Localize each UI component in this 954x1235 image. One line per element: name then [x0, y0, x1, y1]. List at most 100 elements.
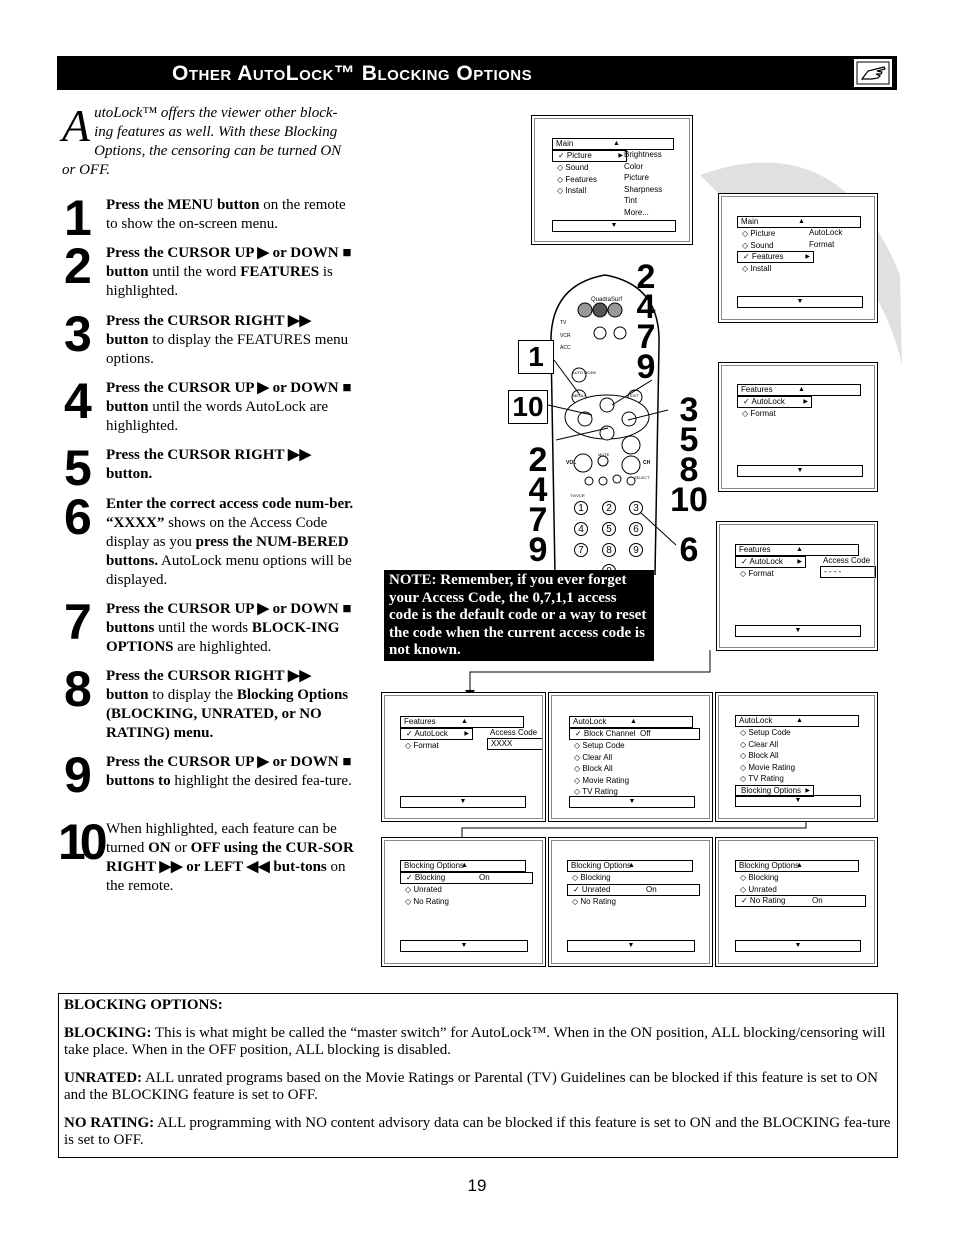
screen-autolock-blocking-options: AutoLock▲◇ Setup Code◇ Clear All◇ Block …	[715, 692, 878, 822]
osd-scroll-down: ▼	[552, 220, 676, 232]
step-text: Press the MENU button on the remote to s…	[106, 197, 346, 232]
osd-menu-row: ◇ Picture	[742, 229, 776, 238]
osd-menu-row: ◇ Clear All	[740, 739, 779, 749]
osd-menu-row: ✓ AutoLock▶	[737, 396, 812, 408]
osd-menu-value: More...	[624, 207, 649, 217]
step-text: Press the CURSOR RIGHT ▶▶ button to disp…	[106, 668, 349, 741]
osd-menu-value: Format	[809, 239, 835, 249]
auto-mode-label: AUTO MODE	[572, 370, 597, 375]
osd-menu: AutoLock▲◇ Setup Code◇ Clear All◇ Block …	[735, 715, 859, 797]
callout-steps-2-4-7-9-top: 2 4 7 9	[636, 258, 656, 386]
osd-menu-row: ◇ Setup Code	[574, 741, 625, 750]
access-code-label: Access Code	[823, 556, 871, 565]
blocking-description: BLOCKING: This is what might be called t…	[64, 1024, 886, 1059]
osd-menu-row: ◇ Unrated	[405, 885, 442, 894]
vol-label: VOL	[566, 460, 577, 466]
exit-button-label: EXIT	[630, 393, 639, 398]
remote-digit-3: 3	[629, 501, 643, 515]
osd-menu-row: ◇ Movie Rating	[574, 775, 630, 785]
osd-scroll-down: ▼	[735, 795, 861, 807]
osd-menu-row: ✓ Picture▶	[552, 150, 627, 162]
blocking-options-heading: BLOCKING OPTIONS:	[64, 997, 223, 1013]
remote-control	[550, 274, 660, 575]
remote-digit-2: 2	[602, 501, 616, 515]
step-text: Press the CURSOR UP ▶ or DOWN ■ button u…	[106, 380, 352, 434]
step-text: Enter the correct access code num-ber. “…	[106, 496, 354, 588]
remote-digit-1: 1	[574, 501, 588, 515]
osd-menu-row: ◇ Setup Code	[740, 728, 791, 737]
osd-menu-row: ◇ Install	[742, 264, 772, 273]
ch-label: CH	[643, 460, 651, 466]
step-text: Press the CURSOR UP ▶ or DOWN ■ buttons …	[106, 754, 352, 789]
access-code-label: Access Code	[490, 728, 538, 737]
screen-no-rating-on: Blocking Options▲◇ Blocking◇ Unrated✓ No…	[715, 837, 878, 967]
osd-scroll-down: ▼	[737, 296, 863, 308]
osd-menu-row: ◇ No Rating	[572, 896, 616, 906]
tv-label: TV	[560, 320, 567, 326]
osd-menu-row: ◇ Blocking	[740, 873, 779, 882]
osd-menu-row: Blocking Options▶	[735, 784, 814, 797]
osd-menu-row: ◇ Features	[557, 174, 597, 184]
hand-pointing-icon	[853, 58, 893, 88]
intro-text: utoLock™ offers the viewer other block-i…	[62, 105, 342, 178]
osd-menu: Blocking Options▲◇ Blocking◇ Unrated✓ No…	[735, 860, 866, 907]
osd-menu-value: Picture	[624, 173, 649, 182]
osd-menu-title: AutoLock▲	[735, 715, 859, 727]
step-text: Press the CURSOR UP ▶ or DOWN ■ buttons …	[106, 601, 352, 655]
osd-menu-title: Features▲	[400, 716, 524, 728]
blocking-options-box: BLOCKING OPTIONS: BLOCKING: This is what…	[58, 993, 898, 1158]
osd-menu: Features▲✓ AutoLock▶◇ Format	[737, 384, 861, 420]
access-code-value: XXXX	[487, 738, 543, 750]
osd-menu-title: Blocking Options▲	[735, 860, 859, 872]
remote-digit-4: 4	[574, 522, 588, 536]
select-label: SELECT	[634, 475, 650, 480]
osd-menu-title: Blocking Options▲	[567, 860, 693, 872]
remote-digit-5: 5	[602, 522, 616, 536]
mute-label: MUTE	[598, 452, 610, 457]
screen-features-autolock: Features▲✓ AutoLock▶◇ Format▼	[718, 362, 878, 492]
remote-digit-8: 8	[602, 543, 616, 557]
callout-step-10: 10	[508, 390, 548, 424]
osd-menu-row: ◇ Format	[740, 569, 774, 578]
osd-menu-row: ◇ TV Rating	[574, 787, 618, 796]
remote-digit-9: 9	[629, 543, 643, 557]
osd-menu-row: ◇ Format	[405, 741, 439, 750]
osd-menu-row: ◇ Sound	[557, 163, 589, 172]
tvvcr-label: TV/VCR	[570, 493, 585, 498]
osd-menu-value: AutoLock	[809, 228, 843, 237]
osd-menu-value: Sharpness	[624, 184, 663, 194]
screen-main-features: Main▲◇ Picture◇ Sound✓ Features▶◇ Instal…	[718, 193, 878, 323]
osd-menu-title: Features▲	[735, 544, 859, 556]
osd-menu-row: ◇ Format	[742, 409, 776, 418]
osd-menu: Main▲◇ Picture◇ Sound✓ Features▶◇ Instal…	[737, 216, 861, 275]
osd-scroll-down: ▼	[567, 940, 695, 952]
osd-scroll-down: ▼	[400, 940, 528, 952]
osd-menu-title: Features▲	[737, 384, 861, 396]
osd-menu-row: ◇ No Rating	[405, 896, 449, 906]
callout-step-6: 6	[679, 531, 699, 569]
acc-label: ACC	[560, 345, 571, 351]
osd-menu-row: ✓ AutoLock▶	[735, 556, 806, 568]
unrated-description: UNRATED: ALL unrated programs based on t…	[64, 1069, 878, 1104]
osd-menu-row: ◇ Install	[557, 186, 587, 195]
quadrasurf-label: QuadraSurf	[591, 297, 623, 303]
page-number: 19	[467, 1176, 487, 1195]
step-text: Press the CURSOR RIGHT ▶▶ button to disp…	[106, 313, 349, 367]
osd-menu-row: ◇ Movie Rating	[740, 762, 796, 772]
osd-menu-row: ◇ Clear All	[574, 752, 613, 762]
step-text: Press the CURSOR UP ▶ or DOWN ■ button u…	[106, 245, 352, 299]
access-code-note: NOTE: Remember, if you ever forget your …	[384, 570, 654, 661]
access-code-value: - - - -	[820, 566, 876, 578]
